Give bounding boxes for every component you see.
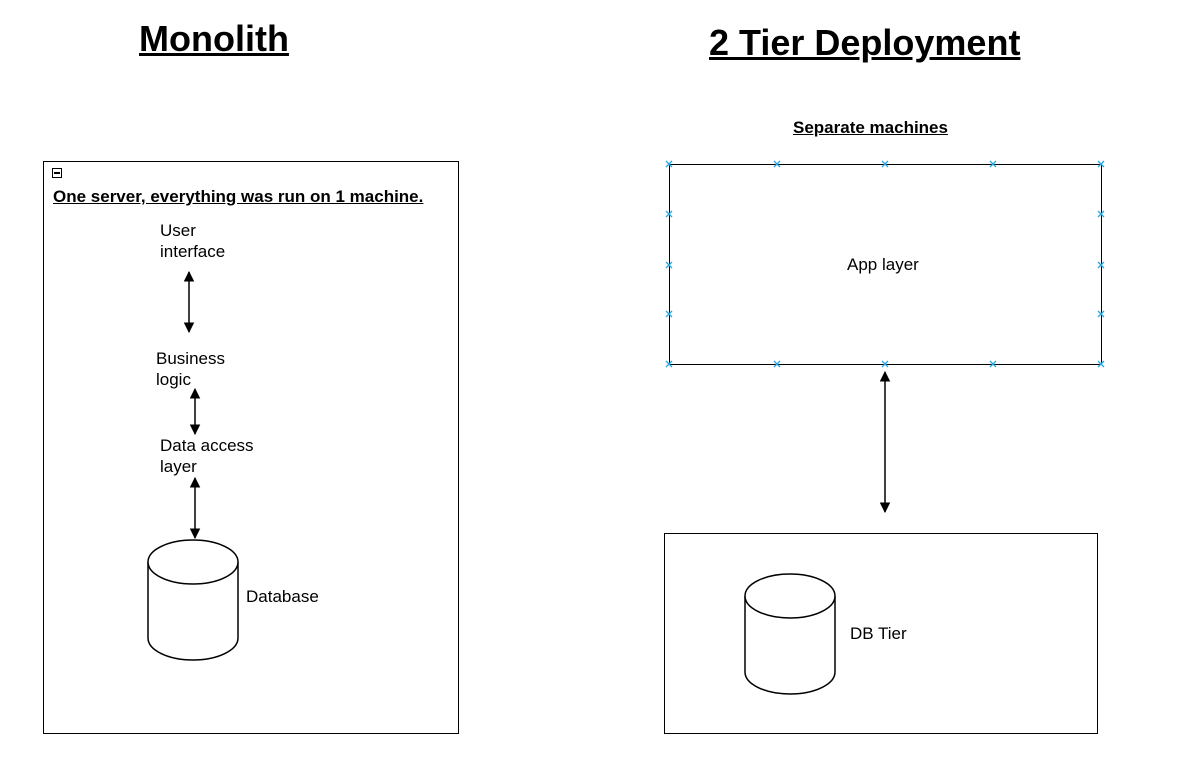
selection-handle (773, 360, 781, 368)
user-interface-label[interactable]: User interface (160, 220, 225, 262)
selection-handle (665, 310, 673, 318)
collapse-icon[interactable] (52, 168, 62, 178)
selection-handle (989, 360, 997, 368)
data-access-layer-label-line1: Data access (160, 436, 254, 455)
selection-handle (881, 360, 889, 368)
db-tier-box[interactable] (664, 533, 1098, 734)
selection-handle (1097, 261, 1105, 269)
two-tier-title: 2 Tier Deployment (709, 22, 1021, 63)
user-interface-label-line2: interface (160, 242, 226, 261)
selection-handle (1097, 210, 1105, 218)
business-logic-label-line2: logic (156, 370, 191, 389)
selection-handle (773, 160, 781, 168)
selection-handle (989, 160, 997, 168)
business-logic-label[interactable]: Business logic (156, 348, 225, 390)
monolith-title: Monolith (139, 18, 289, 59)
database-cylinder-icon[interactable] (147, 539, 239, 661)
selection-handle (665, 360, 673, 368)
monolith-container-caption: One server, everything was run on 1 mach… (53, 187, 424, 206)
selection-handles[interactable] (665, 160, 1105, 368)
db-tier-label: DB Tier (850, 624, 907, 643)
data-access-layer-label-line2: layer (160, 457, 197, 476)
selection-handle (1097, 360, 1105, 368)
selection-handle (1097, 160, 1105, 168)
selection-handle (665, 210, 673, 218)
app-layer-label: App layer (847, 255, 919, 274)
selection-handle (881, 160, 889, 168)
two-tier-subtitle: Separate machines (793, 118, 948, 137)
data-access-layer-label[interactable]: Data access layer (160, 435, 254, 477)
db-tier-cylinder-icon[interactable] (744, 573, 836, 695)
business-logic-label-line1: Business (156, 349, 225, 368)
monolith-container[interactable] (43, 161, 459, 734)
user-interface-label-line1: User (160, 221, 196, 240)
selection-handle (1097, 310, 1105, 318)
database-label: Database (246, 587, 319, 606)
selection-handle (665, 261, 673, 269)
selection-handle (665, 160, 673, 168)
